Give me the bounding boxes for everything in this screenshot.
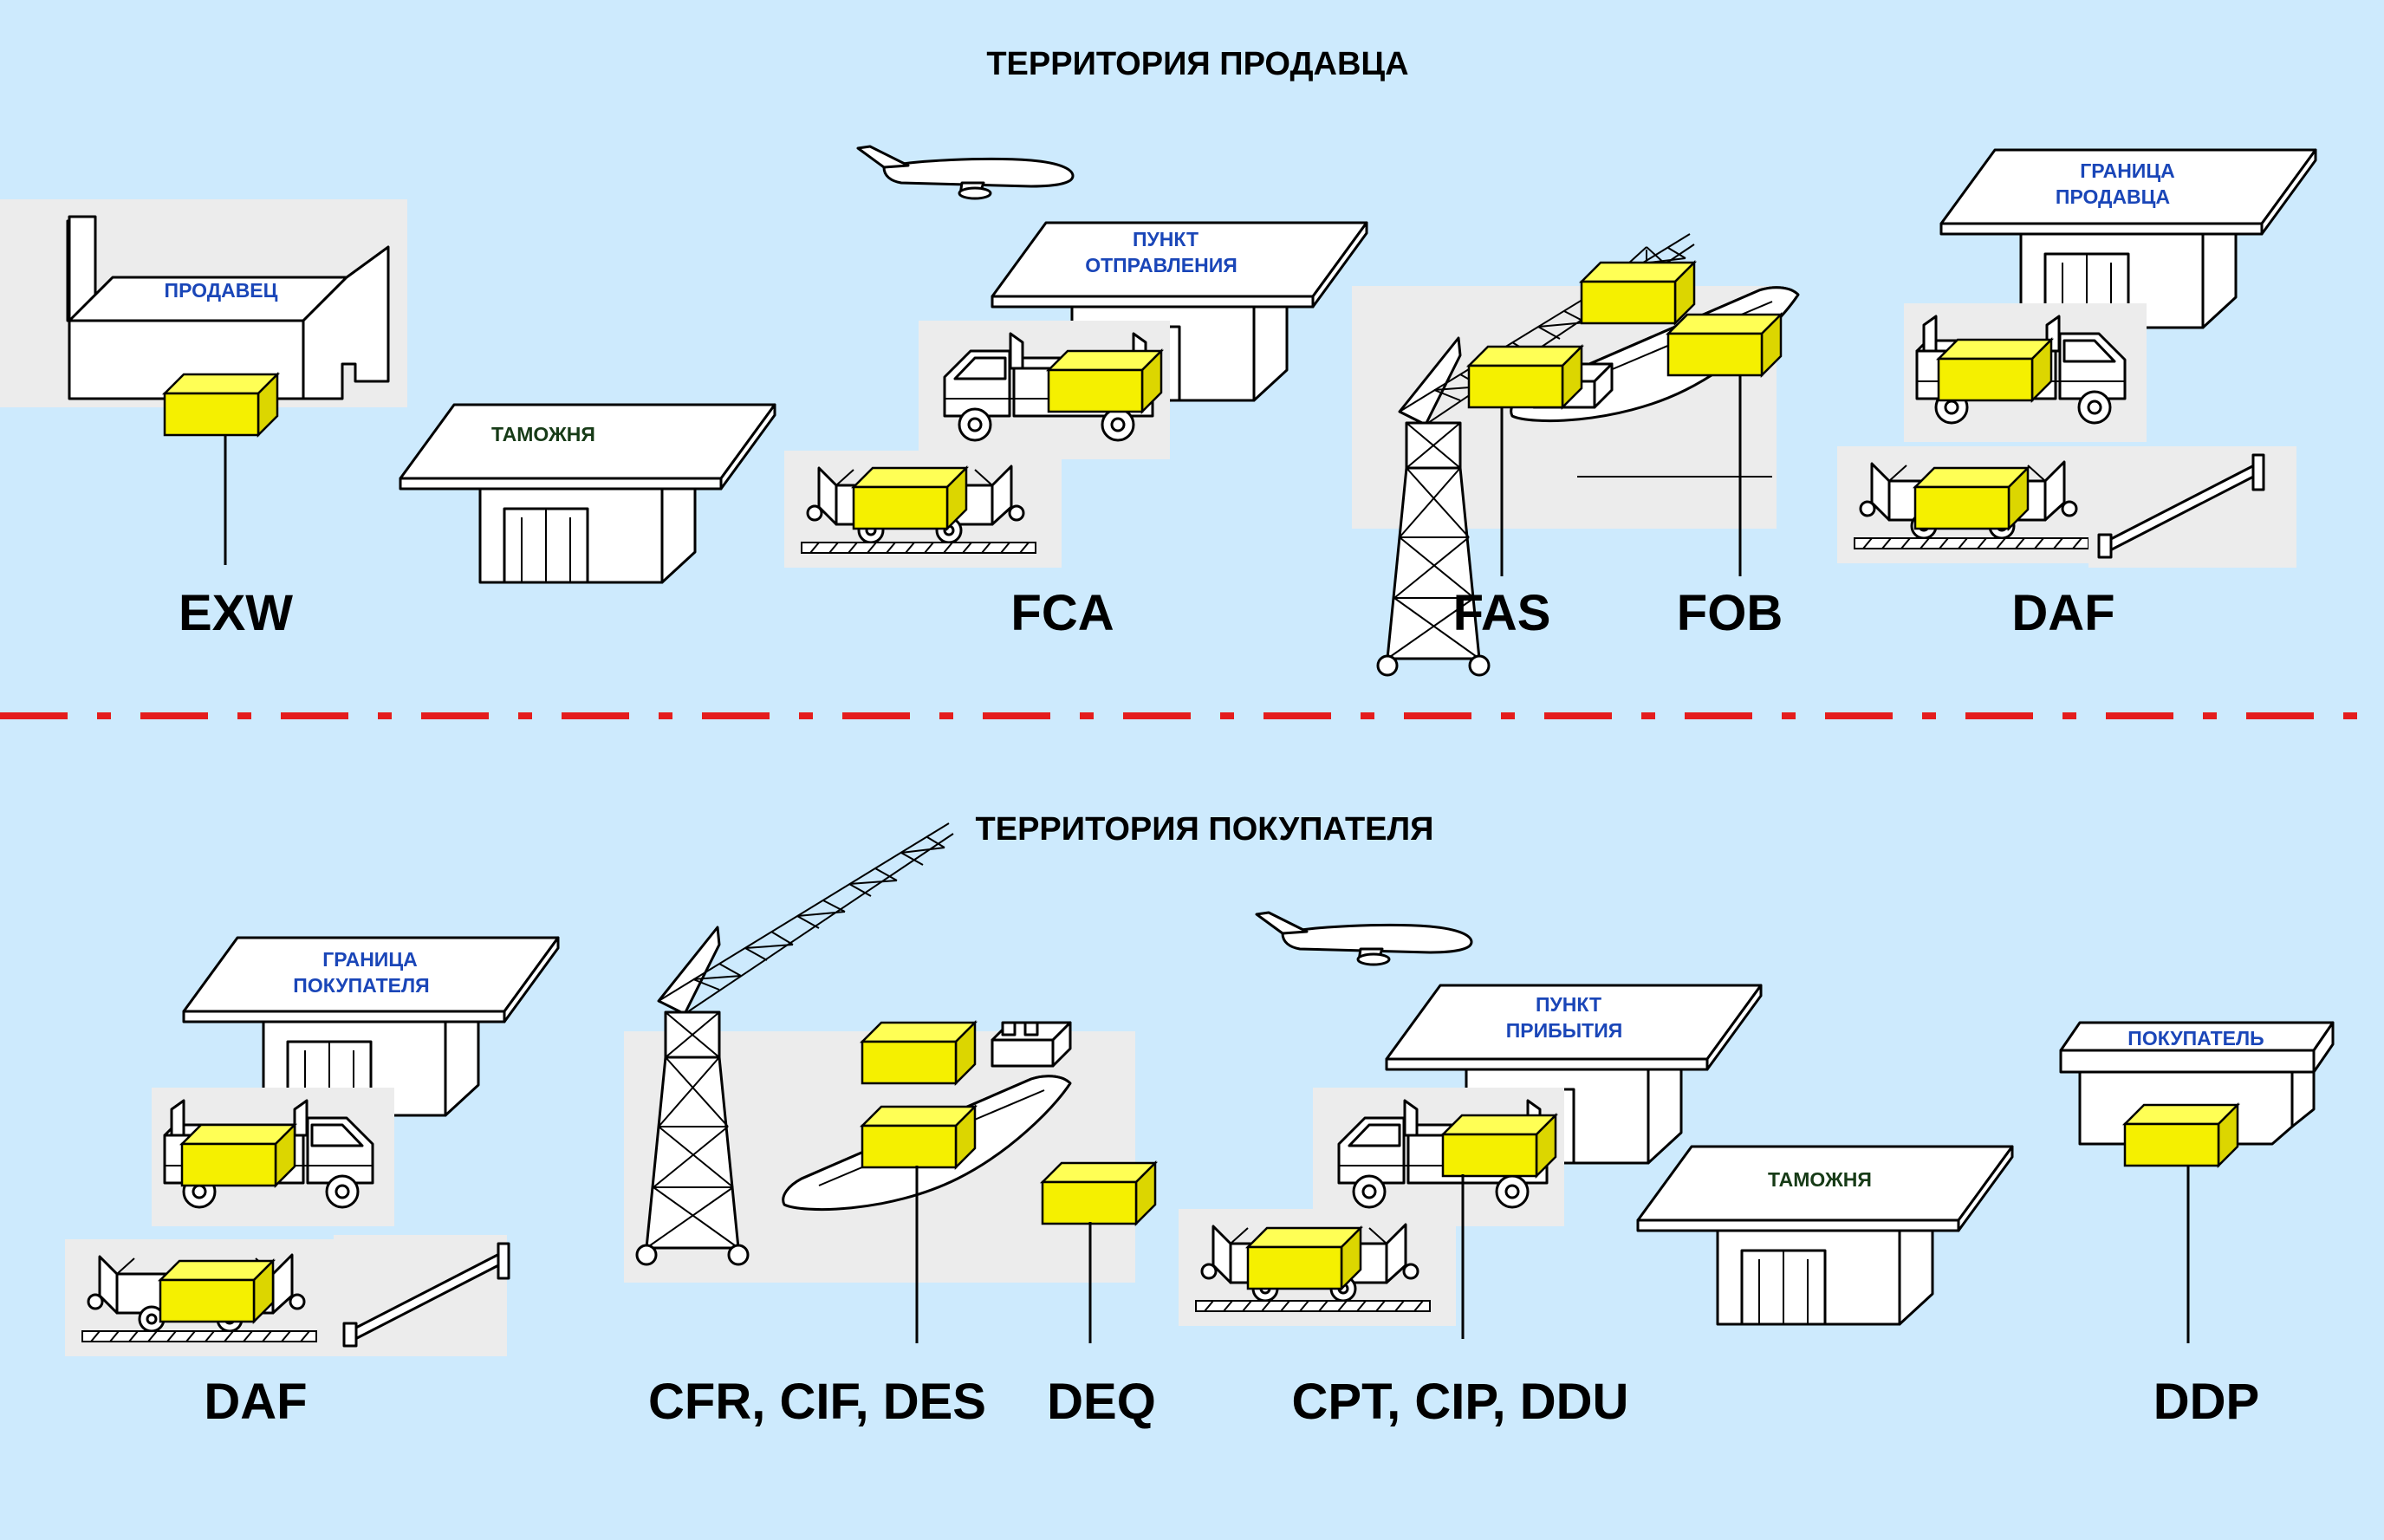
seller-factory: ПРОДАВЕЦ <box>0 199 407 407</box>
term-fob: FOB <box>1677 585 1783 641</box>
suspended-cargo-bottom <box>861 1021 977 1085</box>
fca-plane <box>856 145 1075 200</box>
cpt-rail-cargo <box>1246 1226 1362 1290</box>
term-daf-bottom: DAF <box>204 1374 307 1430</box>
buyer-territory-title: ТЕРРИТОРИЯ ПОКУПАТЕЛЯ <box>976 811 1434 848</box>
arrival-label-line1: ПУНКТ <box>1536 993 1601 1016</box>
daf-top-truck-cargo <box>1937 338 2053 402</box>
ddp-cargo <box>2123 1103 2239 1167</box>
daf-bottom-truck-cargo <box>180 1123 296 1187</box>
seller-territory-title: ТЕРРИТОРИЯ ПРОДАВЦА <box>986 46 1408 82</box>
term-fca: FCA <box>1010 585 1114 641</box>
cfr-cif-des-cargo <box>861 1105 977 1169</box>
deq-cargo <box>1041 1161 1157 1225</box>
exw-cargo <box>163 373 279 437</box>
buyer-border-label-line2: ПОКУПАТЕЛЯ <box>293 974 429 997</box>
buyer-ship-superstructure <box>991 1021 1072 1068</box>
fca-rail-cargo <box>852 466 968 530</box>
arrival-point: ПУНКТ ПРИБЫТИЯ <box>1385 984 1763 1165</box>
term-ddp: DDP <box>2153 1374 2259 1430</box>
customs-bottom: ТАМОЖНЯ <box>1636 1145 2014 1326</box>
suspended-cargo-top <box>1580 261 1696 325</box>
arrival-label-line2: ПРИБЫТИЯ <box>1506 1019 1623 1042</box>
term-cpt-cip-ddu: CPT, CIP, DDU <box>1292 1374 1629 1430</box>
fas-cargo <box>1467 345 1583 409</box>
cpt-truck-cargo <box>1441 1114 1557 1178</box>
seller-border-label-line2: ПРОДАВЦА <box>2056 185 2170 208</box>
customs-top-label: ТАМОЖНЯ <box>491 423 595 445</box>
buyer-border-label-line1: ГРАНИЦА <box>322 948 418 971</box>
customs-top: ТАМОЖНЯ <box>399 403 776 584</box>
fob-cargo <box>1666 313 1783 377</box>
seller-border: ГРАНИЦА ПРОДАВЦА <box>1939 148 2317 329</box>
term-cfr-cif-des: CFR, CIF, DES <box>648 1374 986 1430</box>
departure-label-line2: ОТПРАВЛЕНИЯ <box>1085 254 1237 276</box>
term-daf-top: DAF <box>2011 585 2114 641</box>
daf-top-barrier <box>2088 446 2296 568</box>
customs-bottom-label: ТАМОЖНЯ <box>1768 1168 1872 1191</box>
departure-point: ПУНКТ ОТПРАВЛЕНИЯ <box>991 221 1368 402</box>
cpt-plane <box>1255 911 1473 966</box>
term-fas: FAS <box>1453 585 1551 641</box>
term-exw: EXW <box>179 585 293 641</box>
crane-hook-sling-left <box>1627 246 1647 265</box>
buyer-label: ПОКУПАТЕЛЬ <box>2127 1027 2264 1049</box>
buyer-border: ГРАНИЦА ПОКУПАТЕЛЯ <box>182 936 560 1117</box>
fca-truck-cargo <box>1047 349 1163 413</box>
crane-hook-sling-right <box>1646 246 1666 265</box>
daf-bottom-barrier <box>334 1235 510 1356</box>
seller-border-label-line1: ГРАНИЦА <box>2080 159 2175 182</box>
daf-bottom-rail-cargo <box>159 1259 275 1323</box>
seller-label: ПРОДАВЕЦ <box>165 279 278 302</box>
daf-top-rail-cargo <box>1913 466 2030 530</box>
term-deq: DEQ <box>1047 1374 1156 1430</box>
departure-label-line1: ПУНКТ <box>1133 228 1198 250</box>
